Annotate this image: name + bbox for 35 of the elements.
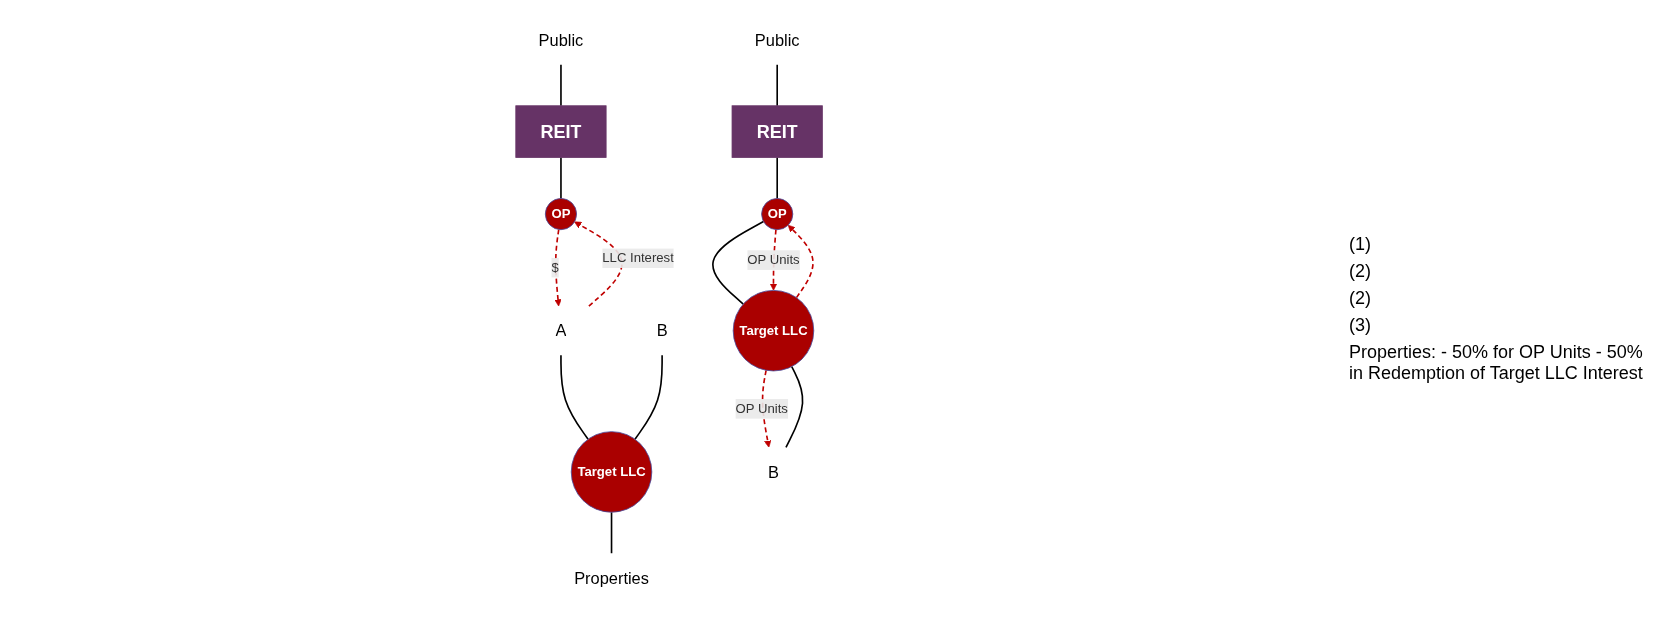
connector xyxy=(712,220,765,305)
node-text: Public xyxy=(755,30,800,49)
node-box: REIT xyxy=(732,104,824,158)
node-box: REIT xyxy=(515,104,607,158)
connector xyxy=(634,353,664,440)
node-circle: OP xyxy=(761,197,794,230)
arrow xyxy=(554,228,563,306)
note-text: (3) xyxy=(1349,314,1372,336)
note-text: (2) xyxy=(1349,260,1372,282)
connector xyxy=(611,510,613,554)
connector xyxy=(776,63,779,107)
node-circle: Target LLC xyxy=(571,430,653,513)
node-text: Properties xyxy=(574,568,650,587)
connector xyxy=(560,63,563,107)
node-text: B xyxy=(657,321,668,340)
connector xyxy=(560,353,590,440)
edge-label: OP Units xyxy=(747,252,801,267)
arrow xyxy=(762,368,772,448)
node-circle: Target LLC xyxy=(733,289,815,371)
edge-label: $ xyxy=(551,259,560,274)
connector xyxy=(560,156,563,199)
edge-label: LLC Interest xyxy=(602,250,675,265)
arrow xyxy=(770,228,778,291)
node-text: Public xyxy=(539,30,584,49)
edge-label: OP Units xyxy=(736,400,789,415)
note-text: (1) xyxy=(1349,233,1372,255)
node-circle: OP xyxy=(545,197,578,230)
note-text: Properties: - 50% for OP Units - 50% in Redemption of Target LLC Interest xyxy=(1349,341,1644,384)
connector xyxy=(785,365,804,448)
node-text: A xyxy=(555,321,567,340)
arrow xyxy=(574,221,624,307)
note-text: (2) xyxy=(1349,287,1372,309)
node-text: B xyxy=(768,462,780,481)
arrow xyxy=(788,224,815,298)
connector xyxy=(776,156,779,199)
